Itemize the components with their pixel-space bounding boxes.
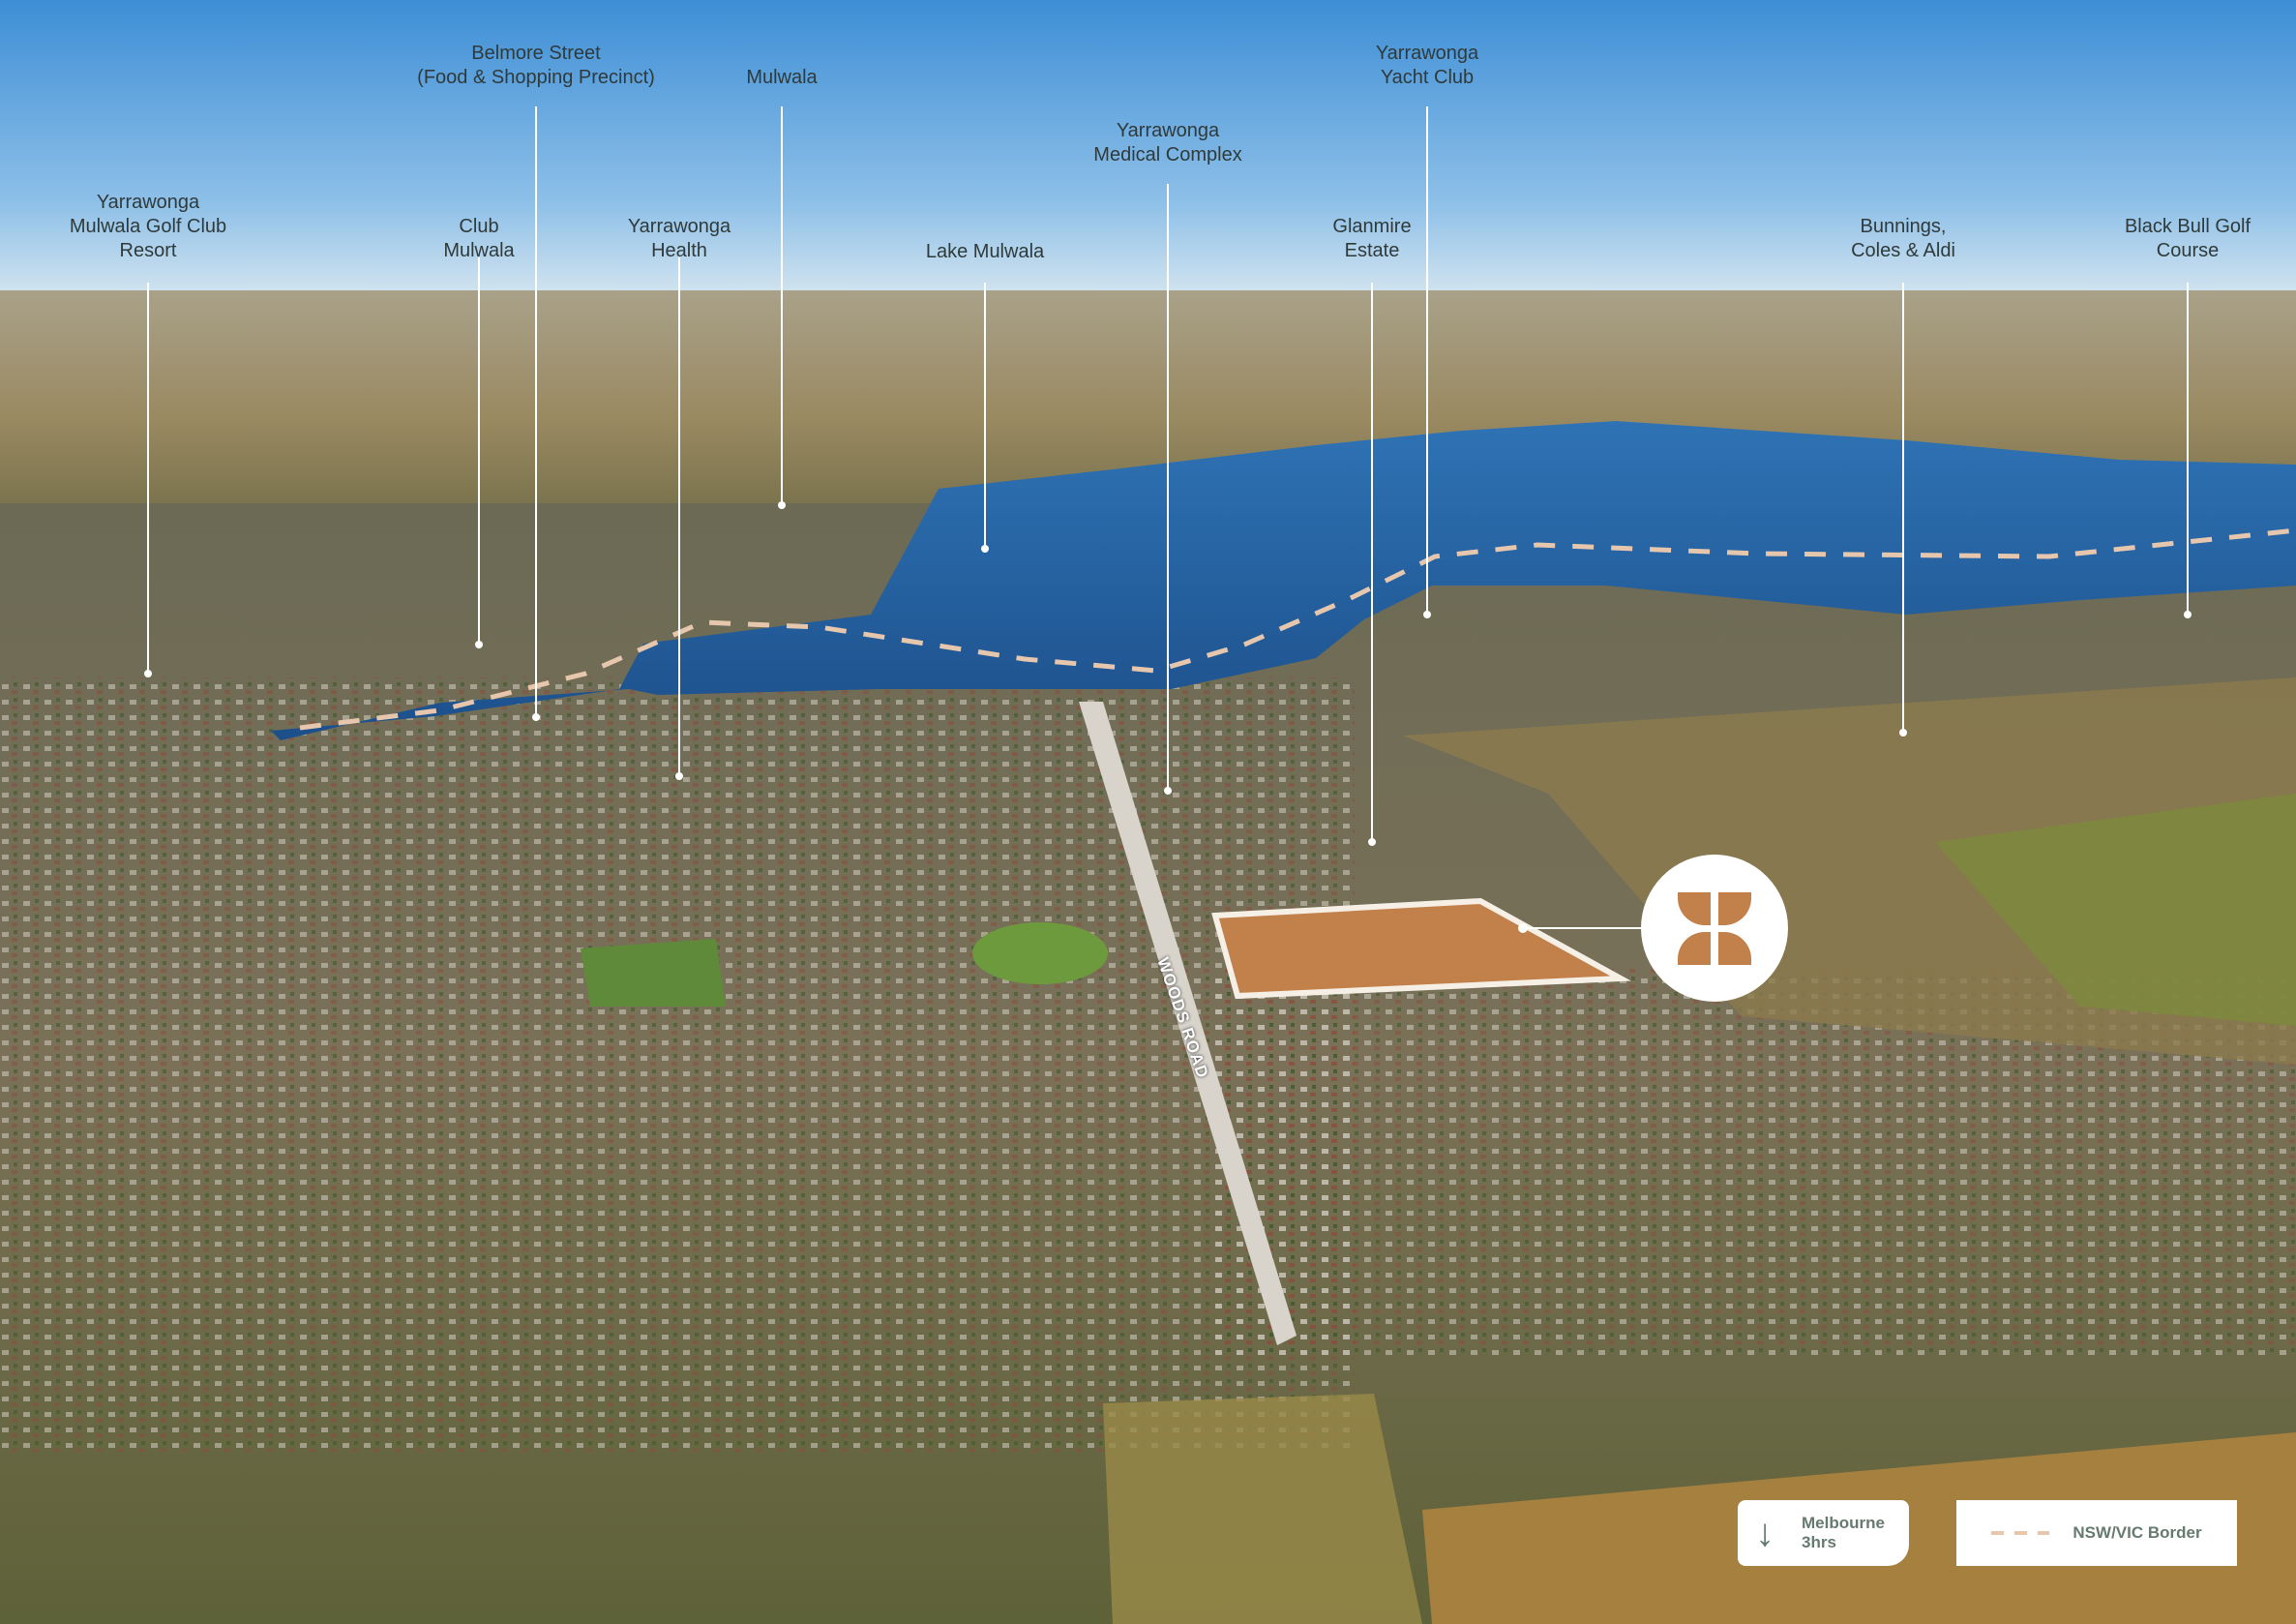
callout-lines <box>147 106 2189 842</box>
label-line: Yarrawonga <box>96 192 200 213</box>
label-lake-mulwala: Lake Mulwala <box>926 240 1044 264</box>
label-line: Mulwala <box>746 67 818 88</box>
label-line: Yarrawonga <box>627 216 731 237</box>
label-line: Glanmire <box>1332 216 1412 237</box>
melbourne-label: Melbourne <box>1802 1514 1885 1532</box>
label-line: Coles & Aldi <box>1851 240 1955 261</box>
label-line: Resort <box>119 240 177 261</box>
label-line: Mulwala <box>443 240 515 261</box>
legend-border: NSW/VIC Border <box>1956 1500 2237 1566</box>
label-line: (Food & Shopping Precinct) <box>417 67 655 88</box>
label-line: Belmore Street <box>471 43 601 64</box>
label-line: Club <box>459 216 499 237</box>
label-line: Estate <box>1344 240 1400 261</box>
estate-logo-badge <box>1641 855 1788 1002</box>
lake-mulwala-water <box>271 421 2296 740</box>
label-line: Bunnings, <box>1860 216 1947 237</box>
label-line: Black Bull Golf <box>2124 216 2251 237</box>
development-site <box>1211 897 1631 1000</box>
label-line: Yarrawonga <box>1375 43 1479 64</box>
label-line: Lake Mulwala <box>925 241 1045 262</box>
label-line: Course <box>2156 240 2220 261</box>
label-belmore-street: Belmore Street (Food & Shopping Precinct) <box>417 42 655 90</box>
arrow-down-icon: ↓ <box>1755 1512 1774 1554</box>
border-label: NSW/VIC Border <box>2072 1523 2202 1542</box>
dashed-line-icon <box>1991 1531 2050 1535</box>
petal-logo-icon <box>1678 892 1751 965</box>
label-line: Yacht Club <box>1380 67 1475 88</box>
label-line: Yarrawonga <box>1116 120 1220 141</box>
nsw-vic-border-line <box>299 527 2296 731</box>
melbourne-time: 3hrs <box>1802 1533 1836 1551</box>
label-line: Health <box>651 240 707 261</box>
label-bunnings: Bunnings, Coles & Aldi <box>1851 215 1955 263</box>
label-line: Medical Complex <box>1093 144 1242 165</box>
label-line: Mulwala Golf Club <box>69 216 227 237</box>
label-mulwala: Mulwala <box>746 66 817 90</box>
